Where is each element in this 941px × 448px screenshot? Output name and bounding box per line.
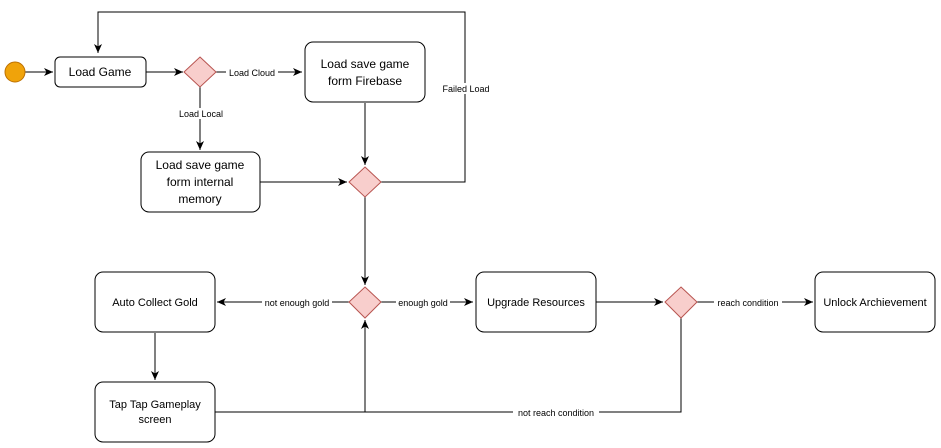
node-load-internal-line3: memory <box>178 192 221 206</box>
label-failed-load: Failed Load <box>442 84 489 94</box>
node-load-game-label: Load Game <box>69 65 132 79</box>
node-load-internal-line2: form internal <box>167 175 234 189</box>
node-upgrade-resources <box>475 271 597 333</box>
edge-not-reach-condition <box>365 318 682 413</box>
node-auto-collect-gold <box>94 271 216 333</box>
start-node <box>4 61 26 83</box>
node-unlock-achievement-label: Unlock Archievement <box>823 297 926 309</box>
node-tap-tap-gameplay <box>94 381 216 443</box>
node-load-firebase-line1: Load save game <box>321 57 410 71</box>
edge-tap-to-gold-decision <box>215 320 369 413</box>
label-reach-condition: reach condition <box>717 298 778 308</box>
decision-gold <box>348 286 382 319</box>
decision-load-source <box>183 56 217 88</box>
node-load-game <box>54 56 147 88</box>
node-upgrade-resources-label: Upgrade Resources <box>487 297 585 309</box>
decision-merge <box>348 166 382 198</box>
node-load-firebase-line2: form Firebase <box>328 74 402 88</box>
edge-failed-load <box>94 11 466 183</box>
node-load-firebase <box>304 41 426 103</box>
node-unlock-achievement <box>814 271 936 333</box>
label-not-enough-gold: not enough gold <box>265 298 330 308</box>
label-load-local: Load Local <box>179 109 223 119</box>
node-tap-tap-gameplay-line1: Tap Tap Gameplay <box>109 399 201 411</box>
node-tap-tap-gameplay-line2: screen <box>138 414 171 426</box>
node-auto-collect-gold-label: Auto Collect Gold <box>112 297 198 309</box>
label-load-cloud: Load Cloud <box>229 68 275 78</box>
label-not-reach-condition: not reach condition <box>518 408 594 418</box>
node-load-internal <box>140 151 261 213</box>
label-enough-gold: enough gold <box>398 298 448 308</box>
node-load-internal-line1: Load save game <box>156 158 245 172</box>
decision-condition <box>664 286 698 319</box>
